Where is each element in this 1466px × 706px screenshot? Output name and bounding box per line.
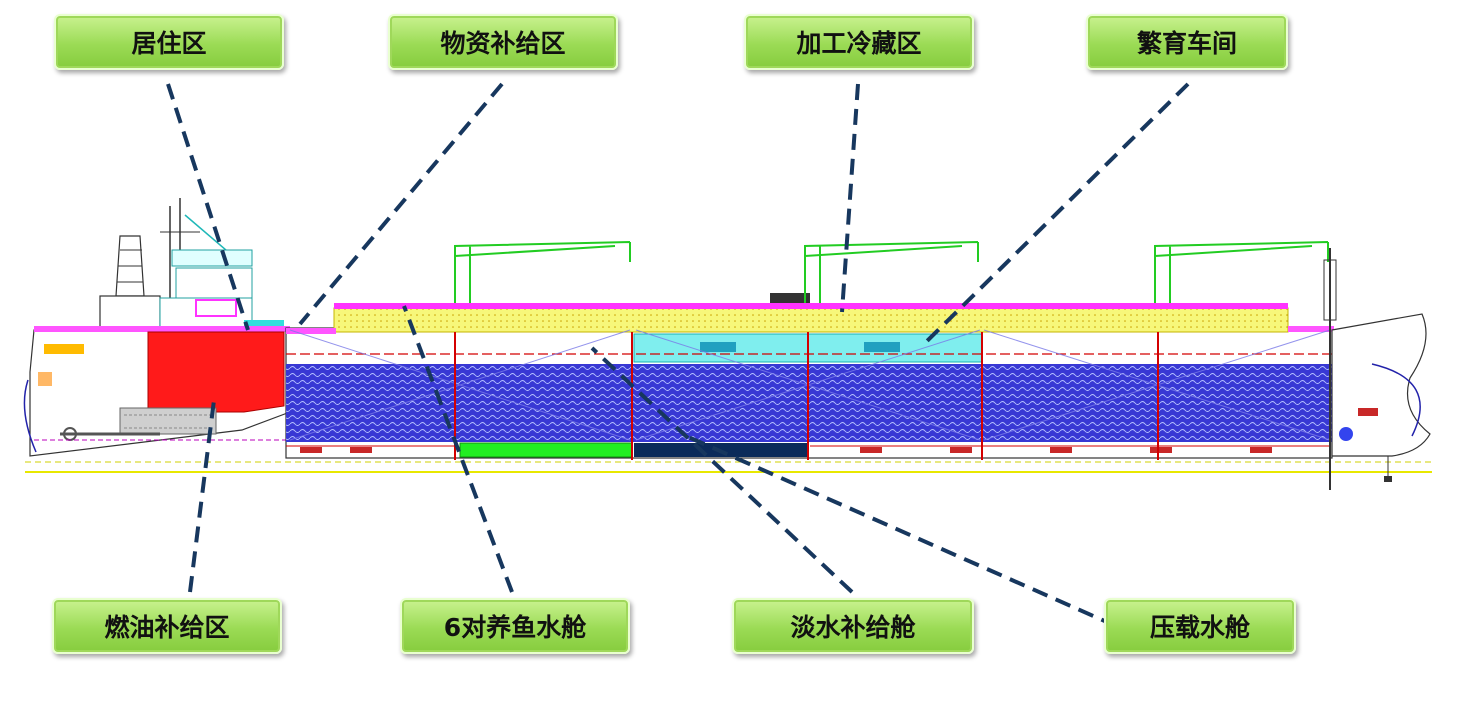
label-breeding-workshop: 繁育车间 [1086, 14, 1288, 70]
leader-line-ballast [685, 434, 1117, 628]
leader-line-living [166, 83, 250, 331]
label-supply-area-text: 物资补给区 [440, 29, 566, 58]
label-fish-tanks-text: 6对养鱼水舱 [443, 613, 587, 642]
leader-line-supply [298, 82, 504, 326]
label-processing-area-text: 加工冷藏区 [796, 29, 922, 58]
leader-line-fish-tanks [402, 305, 514, 593]
leader-line-freshwater [590, 346, 854, 594]
upper-deck [333, 307, 1289, 333]
label-living-area: 居住区 [54, 14, 284, 70]
leader-line-processing [840, 83, 860, 313]
label-fish-tanks: 6对养鱼水舱 [400, 598, 630, 654]
label-freshwater-tank-text: 淡水补给舱 [790, 613, 916, 642]
freshwater-tank-area [459, 442, 633, 458]
leader-lines [166, 82, 1190, 628]
bow [1323, 248, 1431, 490]
label-living-area-text: 居住区 [131, 29, 207, 58]
deck-cranes [454, 241, 1329, 303]
label-fuel-supply: 燃油补给区 [52, 598, 282, 654]
label-breeding-workshop-text: 繁育车间 [1136, 29, 1237, 58]
label-processing-area: 加工冷藏区 [744, 14, 974, 70]
leader-line-fuel [188, 399, 216, 593]
main-hull [285, 293, 1334, 460]
baseline [25, 461, 1432, 473]
label-fuel-supply-text: 燃油补给区 [104, 613, 230, 642]
stern-superstructure [99, 198, 284, 332]
label-supply-area: 物资补给区 [388, 14, 618, 70]
leader-line-breeding [920, 82, 1190, 348]
label-ballast-tank: 压载水舱 [1104, 598, 1296, 654]
label-ballast-tank-text: 压载水舱 [1149, 613, 1250, 642]
fuel-tank-area [147, 331, 285, 413]
stern-hull [23, 326, 291, 457]
label-freshwater-tank: 淡水补给舱 [732, 598, 974, 654]
